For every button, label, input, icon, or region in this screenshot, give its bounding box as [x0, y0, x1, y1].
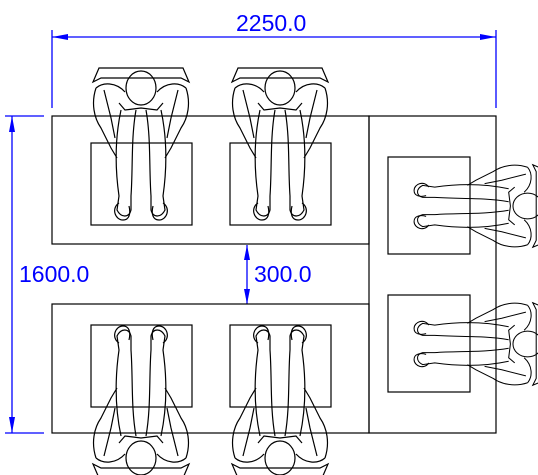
person-top-view-icon — [413, 302, 538, 386]
dimension-gap: 300.0 — [244, 245, 312, 304]
table-bottom-long — [51, 303, 370, 434]
desk-mat — [387, 294, 471, 393]
gap-dimension-label: 300.0 — [254, 261, 312, 287]
person-top-view-icon — [92, 325, 190, 475]
height-dimension-label: 1600.0 — [19, 261, 89, 287]
table-right-side — [368, 115, 497, 434]
width-dimension-label: 2250.0 — [236, 10, 306, 36]
person-top-view-icon — [413, 164, 538, 248]
desk-mat — [90, 324, 193, 408]
desk-mat — [387, 156, 471, 255]
person-top-view-icon — [231, 325, 329, 475]
desk-mat — [229, 324, 332, 408]
person-top-view-icon — [231, 67, 329, 221]
desk-mat — [229, 142, 332, 226]
person-top-view-icon — [92, 67, 190, 221]
dimension-height: 1600.0 — [5, 115, 89, 434]
desk-mat — [90, 142, 193, 226]
dimension-width: 2250.0 — [51, 10, 497, 108]
